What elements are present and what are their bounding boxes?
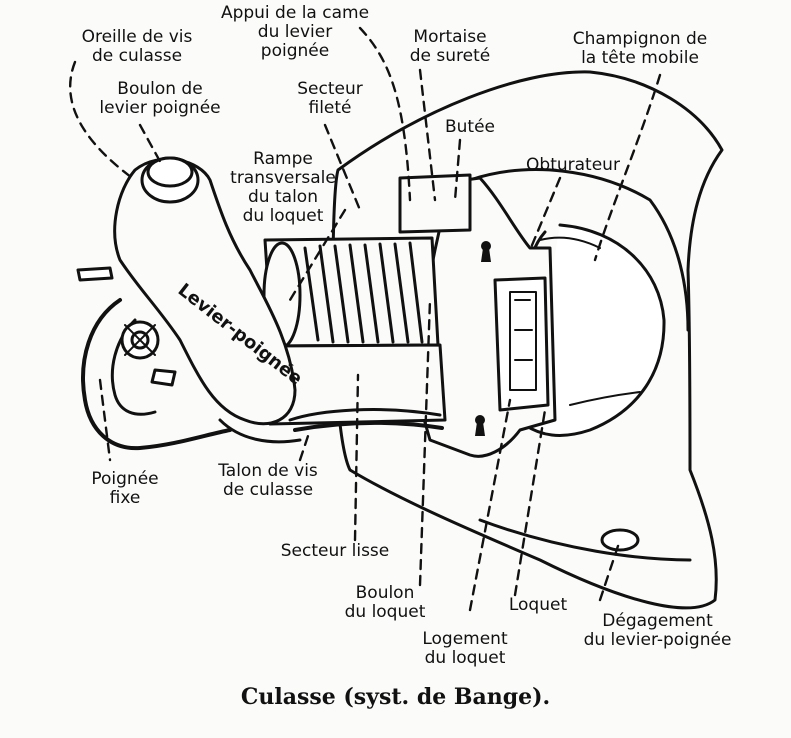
label-line: de culasse xyxy=(222,480,314,500)
label-line: du levier-poignée xyxy=(583,630,732,650)
label-line: Rampe xyxy=(253,149,313,169)
label-line: Secteur xyxy=(297,79,363,99)
label-boulon-levier: Boulon de levier poignée xyxy=(80,80,240,118)
label-boulon-loquet: Boulon du loquet xyxy=(330,584,440,622)
label-line: du loquet xyxy=(242,206,324,226)
fixed-handle xyxy=(81,298,232,451)
label-line: de culasse xyxy=(91,46,183,66)
label-line: levier poignée xyxy=(99,98,221,118)
label-line: poignée xyxy=(260,41,330,61)
label-line: Poignée xyxy=(91,469,159,489)
label-line: Talon de vis xyxy=(218,461,318,481)
label-poignee-fixe: Poignée fixe xyxy=(80,470,170,508)
label-line: du loquet xyxy=(424,648,506,668)
label-line: Secteur lisse xyxy=(280,541,390,561)
figure-caption: Culasse (syst. de Bange). xyxy=(240,684,551,710)
label-line: Oreille de vis xyxy=(81,27,193,47)
label-loquet: Loquet xyxy=(503,596,573,615)
label-rampe: Rampe transversale du talon du loquet xyxy=(208,150,358,226)
obturator-dome xyxy=(523,223,666,437)
label-line: du talon xyxy=(248,187,318,207)
label-line: Boulon xyxy=(355,583,415,603)
label-line: Butée xyxy=(444,117,496,137)
label-line: Boulon de xyxy=(117,79,203,99)
label-secteur-lisse: Secteur lisse xyxy=(275,542,395,561)
label-line: Obturateur xyxy=(526,155,620,175)
lever-handle xyxy=(113,157,297,426)
label-line: Mortaise xyxy=(413,27,487,47)
label-line: du levier xyxy=(257,22,333,42)
label-talon-vis: Talon de vis de culasse xyxy=(198,462,338,500)
label-line: fileté xyxy=(308,98,352,118)
label-oreille-de-vis: Oreille de vis de culasse xyxy=(62,28,212,66)
label-line: Logement xyxy=(422,629,508,649)
label-obturateur: Obturateur xyxy=(508,156,638,175)
label-line: de sureté xyxy=(409,46,491,66)
label-appui-came: Appui de la came du levier poignée xyxy=(205,4,385,61)
label-line: Appui de la came xyxy=(220,3,370,23)
label-logement-loquet: Logement du loquet xyxy=(410,630,520,668)
label-champignon: Champignon de la tête mobile xyxy=(555,30,725,68)
label-line: Champignon de xyxy=(572,29,708,49)
label-line: la tête mobile xyxy=(581,48,699,68)
label-mortaise: Mortaise de sureté xyxy=(390,28,510,66)
label-butee: Butée xyxy=(435,118,505,137)
label-line: Loquet xyxy=(508,595,568,615)
label-line: Dégagement xyxy=(602,611,713,631)
label-line: du loquet xyxy=(344,602,426,622)
label-line: fixe xyxy=(109,488,141,508)
label-line: transversale xyxy=(230,168,336,188)
label-secteur-filete: Secteur fileté xyxy=(290,80,370,118)
label-degagement: Dégagement du levier-poignée xyxy=(575,612,740,650)
ring-inner-edge xyxy=(468,168,690,332)
